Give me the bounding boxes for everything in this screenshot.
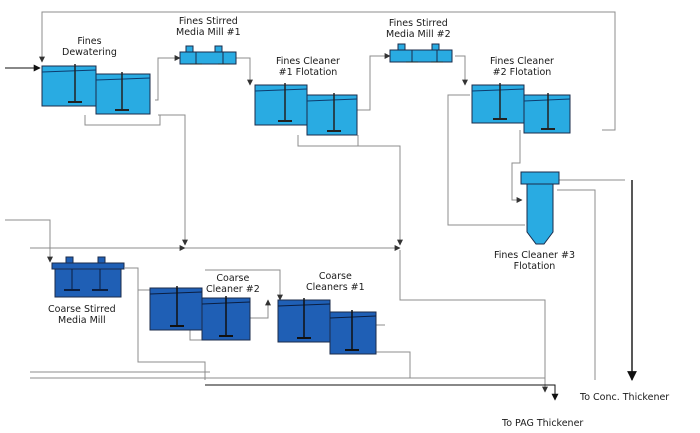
fines-cleaner-1-cells [254, 83, 358, 136]
coarse-cleaners-1-cells [277, 298, 377, 355]
label-to-conc-thickener: To Conc. Thickener [580, 392, 670, 403]
fines-mill-2 [389, 43, 453, 63]
label-fines-cleaner-1: Fines Cleaner#1 Flotation [276, 56, 340, 78]
fines-mill-1 [179, 45, 237, 65]
label-to-pag-thickener: To PAG Thickener [502, 418, 584, 429]
fines-cleaner-3-column [520, 171, 560, 245]
fines-dewatering-cells [41, 64, 151, 115]
coarse-cleaner-2-cells [149, 286, 251, 341]
coarse-mill [51, 256, 125, 298]
label-fines-cleaner-2: Fines Cleaner#2 Flotation [490, 56, 554, 78]
fines-cleaner-2-cells [471, 83, 571, 134]
process-lines [5, 11, 625, 401]
